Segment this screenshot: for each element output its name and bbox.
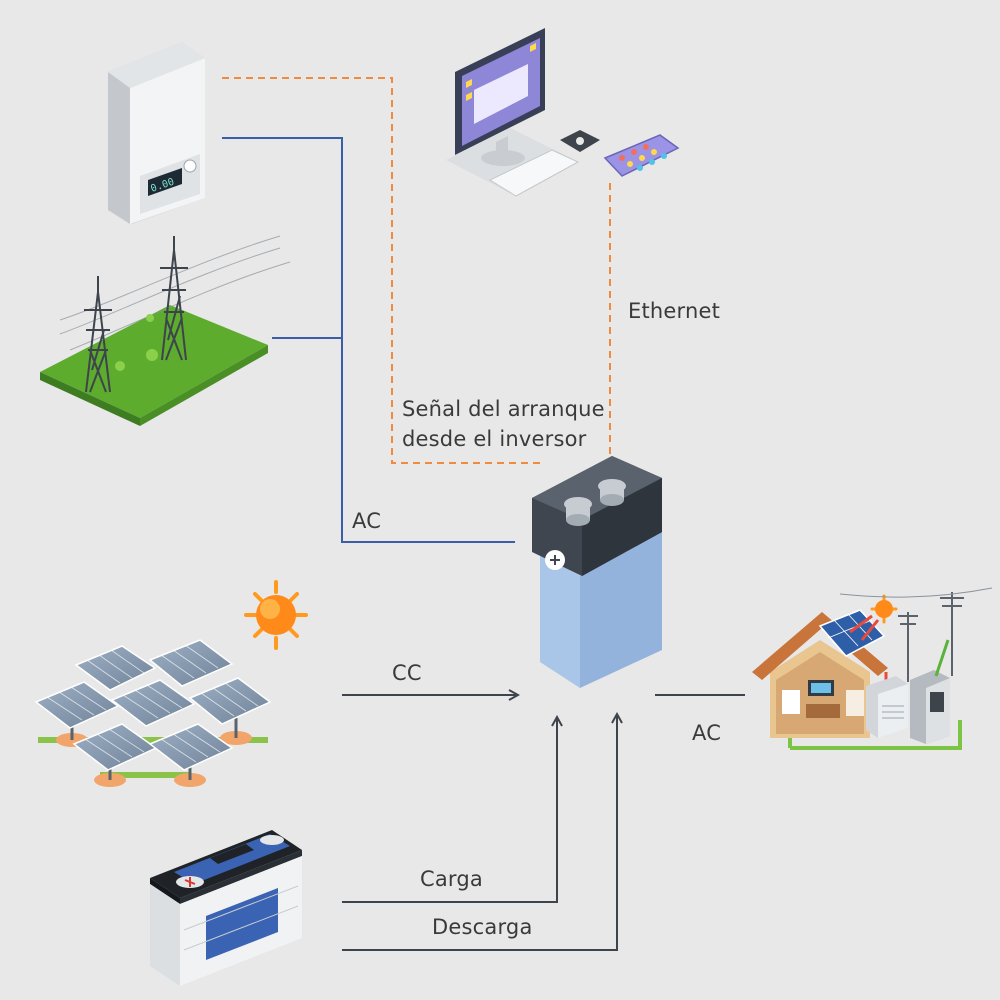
- descarga-line: [342, 714, 617, 951]
- label-descarga: Descarga: [432, 915, 533, 939]
- desktop-computer-icon: [446, 28, 600, 197]
- battery-inverter-icon: [532, 456, 662, 688]
- label-ac-house: AC: [692, 721, 722, 745]
- power-grid-tower-icon: [40, 235, 291, 426]
- car-battery-icon: [150, 830, 302, 986]
- label-carga: Carga: [420, 867, 483, 891]
- label-ethernet: Ethernet: [628, 299, 721, 323]
- label-cc: CC: [392, 661, 422, 685]
- smartphone-icon: [603, 134, 680, 177]
- solar-house-icon: [752, 587, 993, 750]
- ac-grid-line: [222, 137, 515, 543]
- carga-line: [342, 717, 557, 903]
- energy-meter-icon: 0.00: [108, 42, 205, 224]
- signal-dashed-line: [222, 77, 611, 464]
- label-signal: Señal del arranque desde el inversor: [402, 397, 605, 451]
- solar-panel-array-icon: [34, 639, 272, 787]
- label-ac-grid: AC: [352, 509, 382, 533]
- sun-icon: [244, 580, 308, 650]
